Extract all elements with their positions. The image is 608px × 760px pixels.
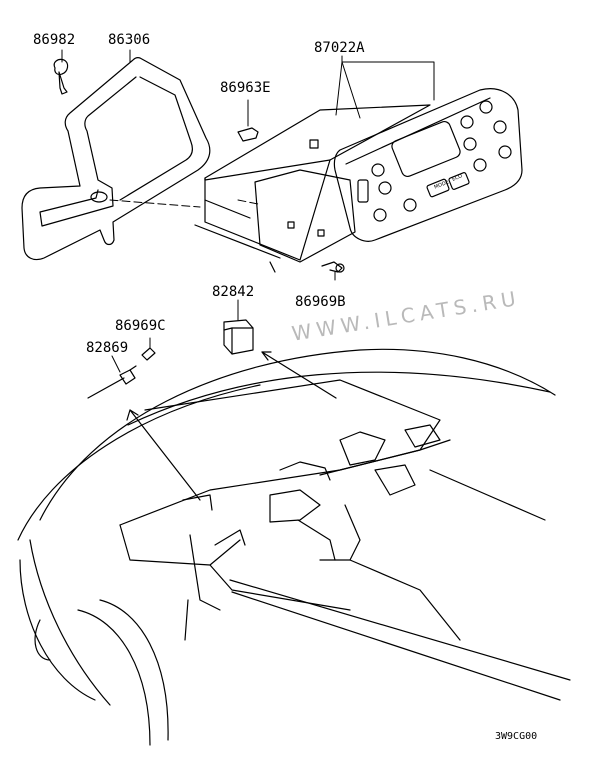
part-label-86306: 86306 (108, 32, 151, 48)
sensor-82869-icon (87, 365, 137, 399)
part-label-82842: 82842 (212, 284, 255, 300)
part-label-86963e: 86963E (220, 80, 271, 96)
leader-lines (61, 49, 435, 373)
part-label-86969c: 86969C (115, 318, 166, 334)
part-label-86969b: 86969B (295, 294, 346, 310)
climate-control-unit-icon (194, 88, 523, 273)
screw-86969c-icon (141, 347, 156, 361)
clip-86982-icon (53, 58, 69, 95)
screw-86969b-icon (321, 261, 345, 273)
install-arrows (126, 351, 337, 501)
drawing-code: 3W9CG00 (495, 731, 538, 742)
screw-86963e-icon (237, 127, 259, 142)
part-label-86982: 86982 (33, 32, 76, 48)
part-label-87022a: 87022A (314, 40, 365, 56)
sensor-82842-icon (223, 319, 254, 355)
dashboard-icon (17, 348, 571, 746)
part-label-82869: 82869 (86, 340, 129, 356)
duct-86306-icon (21, 57, 211, 261)
